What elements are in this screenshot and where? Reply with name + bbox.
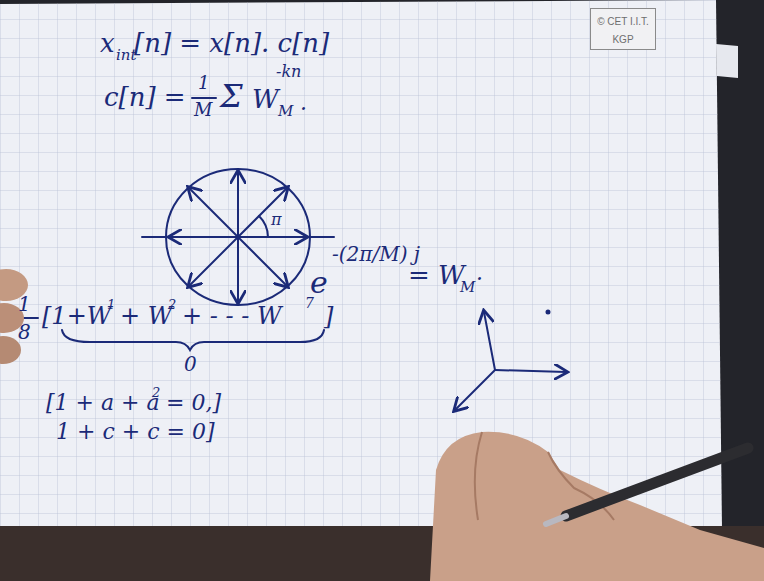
handwritten-text: [1+W: [42, 304, 111, 328]
handwritten-text: M: [194, 101, 212, 119]
handwritten-text: -(2π/M) j: [332, 244, 420, 264]
handwritten-text: -kn: [276, 64, 301, 80]
paper: [0, 0, 722, 530]
handwritten-text: M: [460, 280, 475, 295]
handwritten-text: M: [278, 104, 293, 119]
graph-grid: [0, 0, 722, 530]
handwritten-text: 8: [18, 322, 31, 342]
handwritten-text: π: [271, 212, 282, 228]
handwritten-text: + - - - W: [182, 304, 282, 328]
handwritten-text: ]: [324, 304, 333, 328]
paper-tab: [716, 44, 738, 78]
copyright-stamp: © CET I.I.T. KGP: [590, 8, 656, 50]
stamp-text: © CET I.I.T. KGP: [597, 16, 649, 45]
handwritten-text: .: [476, 262, 483, 284]
handwritten-text: e: [310, 268, 328, 298]
handwritten-text: c[n] =: [104, 84, 186, 110]
handwritten-text: [1 + a + a: [46, 392, 160, 414]
handwritten-text: 1 + c + c = 0]: [56, 421, 214, 443]
handwritten-text: 0: [184, 354, 197, 374]
handwritten-text: 1: [18, 294, 31, 314]
handwritten-text: W: [252, 86, 279, 112]
handwritten-text: 2: [168, 298, 176, 311]
handwritten-text: int: [116, 48, 137, 63]
ink-drawing: [14, 98, 566, 410]
handwritten-text: + W: [120, 304, 172, 328]
handwritten-text: x: [100, 30, 115, 56]
handwritten-text: 2: [152, 386, 160, 399]
handwritten-text: = W: [408, 262, 465, 288]
handwritten-text: .: [300, 92, 307, 114]
handwritten-text: 7: [305, 296, 314, 310]
handwritten-text: [n] = x[n]. c[n]: [134, 30, 329, 56]
hand-with-pen: [430, 432, 764, 581]
handwritten-text: 1: [198, 74, 209, 92]
handwritten-text: = 0,]: [166, 392, 221, 414]
handwritten-text: 1: [107, 298, 115, 311]
handwritten-text: Σ: [220, 80, 243, 112]
hand: [0, 269, 28, 364]
